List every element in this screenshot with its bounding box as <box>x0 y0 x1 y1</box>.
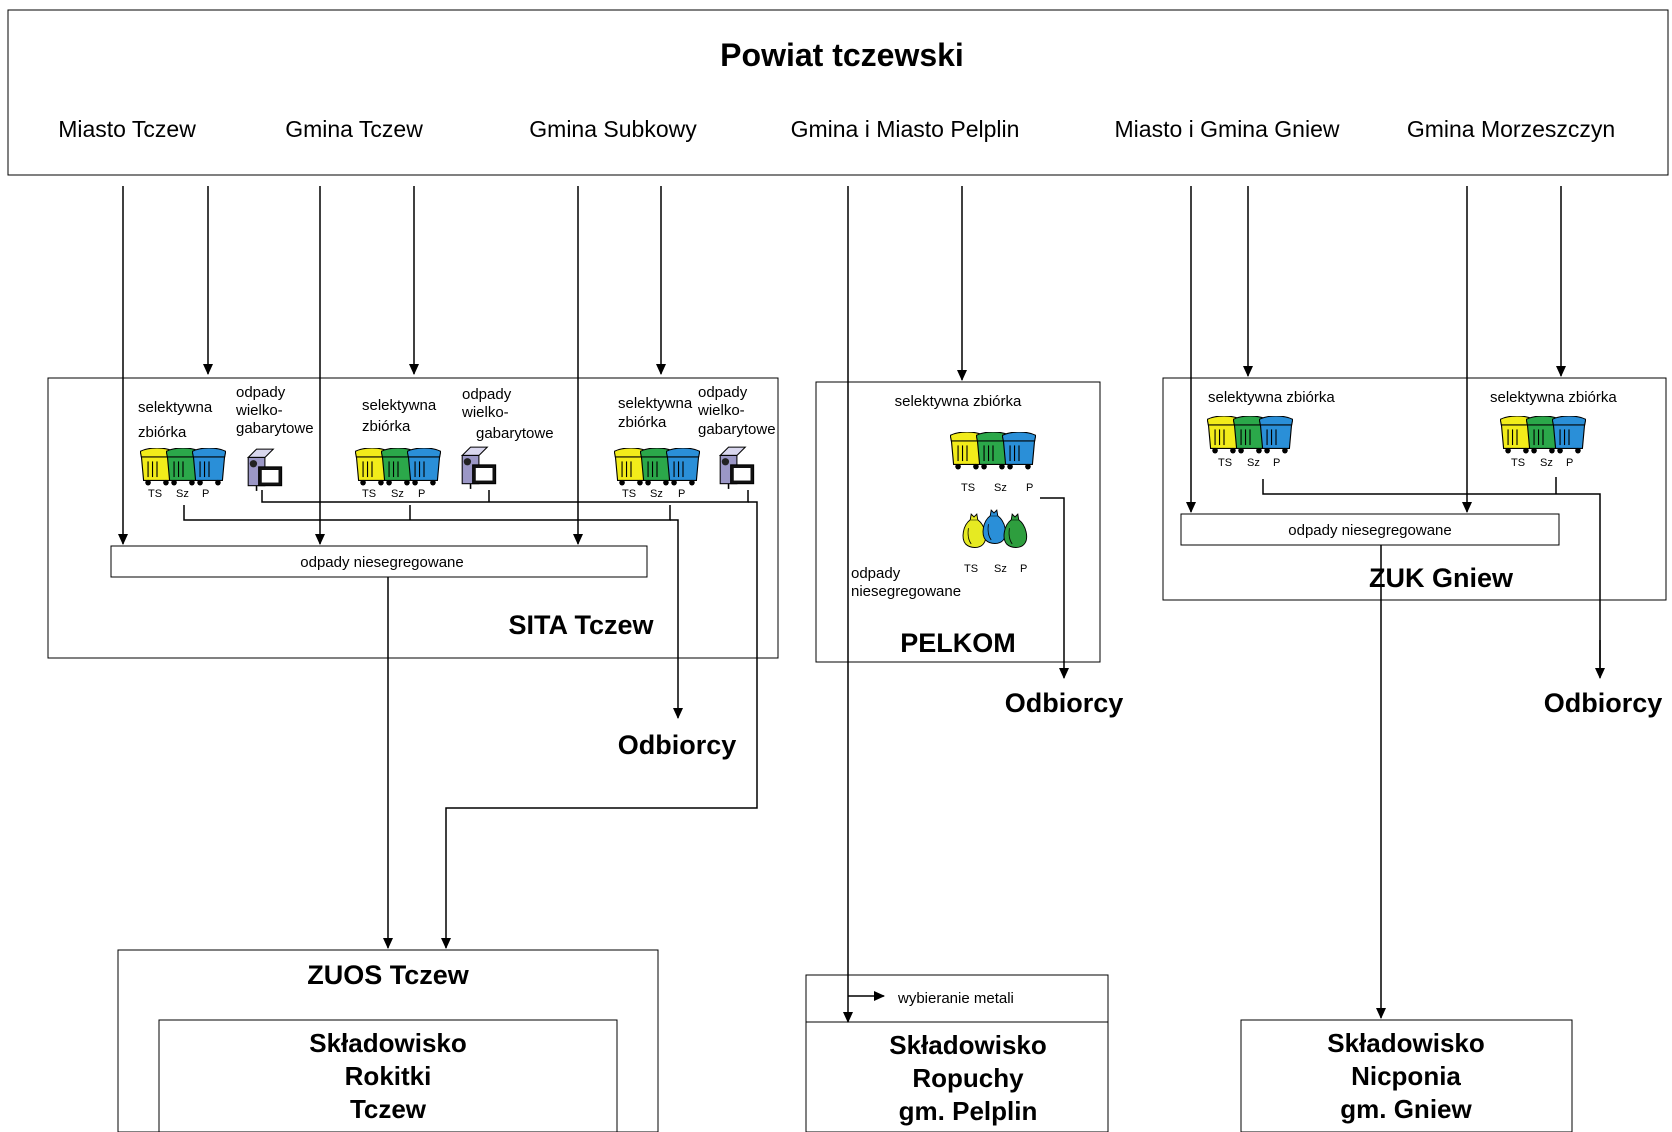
ropuchy-box <box>805 1021 1109 1132</box>
waste-bin-icon <box>666 448 700 486</box>
bin-sz-label: Sz <box>650 488 663 500</box>
rokitki-box <box>158 1019 618 1132</box>
metal-label: wybieranie metali <box>897 990 1014 1007</box>
bin-p-label: P <box>678 488 685 500</box>
bulky-label-3: gabarytowe <box>236 420 314 437</box>
bulky-label-2: wielko- <box>697 402 745 419</box>
bin-ts-label: TS <box>1218 457 1232 469</box>
pelkom-label: PELKOM <box>900 628 1016 658</box>
bulky-label-1: odpady <box>462 386 512 403</box>
sita-unsorted-box <box>110 545 648 578</box>
rokitki-line-3: Tczew <box>350 1094 427 1124</box>
bulky-label-1: odpady <box>236 384 286 401</box>
bag-sz-label: Sz <box>994 563 1007 575</box>
bulky-label-3: gabarytowe <box>698 421 776 438</box>
waste-bin-icon <box>192 448 226 486</box>
sita-group-1: selektywna zbiórka odpady wielko- gabary… <box>138 384 314 500</box>
zuk-unsorted-label: odpady niesegregowane <box>1288 522 1451 539</box>
bin-ts-label: TS <box>961 482 975 494</box>
recipients-zuk: Odbiorcy <box>1544 688 1663 718</box>
waste-bin-icon <box>1552 416 1586 454</box>
bin-p-label: P <box>1273 457 1280 469</box>
bag-ts-label: TS <box>964 563 978 575</box>
nicponia-line-1: Składowisko <box>1327 1028 1485 1058</box>
county-box <box>7 9 1669 176</box>
bin-sz-label: Sz <box>391 488 404 500</box>
collection-label: zbiórka <box>138 424 187 441</box>
unit-gmina-tczew: Gmina Tczew <box>285 116 423 142</box>
pelkom-unsorted-label-1: odpady <box>851 565 901 582</box>
bulky-label-1: odpady <box>698 384 748 401</box>
unit-gmina-i-miasto-pelplin: Gmina i Miasto Pelplin <box>791 116 1020 142</box>
unit-gmina-morzeszczyn: Gmina Morzeszczyn <box>1407 116 1615 142</box>
pelkom-unsorted-label-2: niesegregowane <box>851 583 961 600</box>
recipients-sita: Odbiorcy <box>618 730 737 760</box>
bin-ts-label: TS <box>362 488 376 500</box>
selective-label: selektywna <box>618 395 693 412</box>
sita-selective-line <box>183 505 671 521</box>
rokitki-line-1: Składowisko <box>309 1028 467 1058</box>
bulky-label-2: wielko- <box>235 402 283 419</box>
rokitki-line-2: Rokitki <box>345 1061 432 1091</box>
bin-p-label: P <box>418 488 425 500</box>
waste-bin-icon <box>407 448 441 486</box>
unit-gmina-subkowy: Gmina Subkowy <box>529 116 697 142</box>
bin-sz-label: Sz <box>994 482 1007 494</box>
bin-ts-label: TS <box>622 488 636 500</box>
bin-p-label: P <box>1566 457 1573 469</box>
pelkom-selective-label: selektywna zbiórka <box>895 393 1022 410</box>
bin-p-label: P <box>1026 482 1033 494</box>
waste-bin-icon <box>1259 416 1293 454</box>
nicponia-line-2: Nicponia <box>1351 1061 1461 1091</box>
zuk-unsorted-box <box>1180 513 1560 546</box>
selective-label: selektywna <box>362 397 437 414</box>
arrow-pelkom-recipients <box>1040 497 1069 679</box>
zuk-selective-label-1: selektywna zbiórka <box>1208 389 1335 406</box>
zuk-label: ZUK Gniew <box>1369 563 1514 593</box>
metal-box <box>805 974 1109 1023</box>
bin-sz-label: Sz <box>1540 457 1553 469</box>
arrow-sita-bulky-zuos <box>441 501 758 949</box>
bin-ts-label: TS <box>148 488 162 500</box>
ropuchy-line-2: Ropuchy <box>912 1063 1024 1093</box>
waste-bin-icon <box>1002 432 1036 470</box>
sita-unsorted-label: odpady niesegregowane <box>300 554 463 571</box>
bin-ts-label: TS <box>1511 457 1525 469</box>
bag-p-label: P <box>1020 563 1027 575</box>
collection-label: zbiórka <box>362 418 411 435</box>
zuk-selective-line <box>1262 479 1601 674</box>
unit-miasto-tczew: Miasto Tczew <box>58 116 196 142</box>
zuos-label: ZUOS Tczew <box>307 960 470 990</box>
bin-sz-label: Sz <box>176 488 189 500</box>
sita-group-2: selektywna zbiórka odpady wielko- gabary… <box>355 386 554 500</box>
sita-box <box>47 377 779 659</box>
sita-bulky-line <box>261 490 749 503</box>
bulky-label-2: wielko- <box>461 404 509 421</box>
nicponia-box <box>1240 1019 1573 1132</box>
county-title: Powiat tczewski <box>720 37 964 73</box>
recipients-pelkom: Odbiorcy <box>1005 688 1124 718</box>
collection-label: zbiórka <box>618 414 667 431</box>
bulky-label-3: gabarytowe <box>476 425 554 442</box>
flow-arrows <box>118 186 1605 1023</box>
bin-p-label: P <box>202 488 209 500</box>
nicponia-line-3: gm. Gniew <box>1340 1094 1472 1124</box>
arrow-sita-selective-recipients <box>670 519 683 719</box>
unit-miasto-i-gmina-gniew: Miasto i Gmina Gniew <box>1115 116 1340 142</box>
sita-group-3: selektywna zbiórka odpady wielko- gabary… <box>614 384 776 500</box>
ropuchy-line-3: gm. Pelplin <box>899 1096 1038 1126</box>
sita-label: SITA Tczew <box>508 610 654 640</box>
ropuchy-line-1: Składowisko <box>889 1030 1047 1060</box>
zuk-selective-label-2: selektywna zbiórka <box>1490 389 1617 406</box>
selective-label: selektywna <box>138 399 213 416</box>
zuk-box <box>1162 377 1667 601</box>
bin-sz-label: Sz <box>1247 457 1260 469</box>
pelkom-box <box>815 381 1101 663</box>
